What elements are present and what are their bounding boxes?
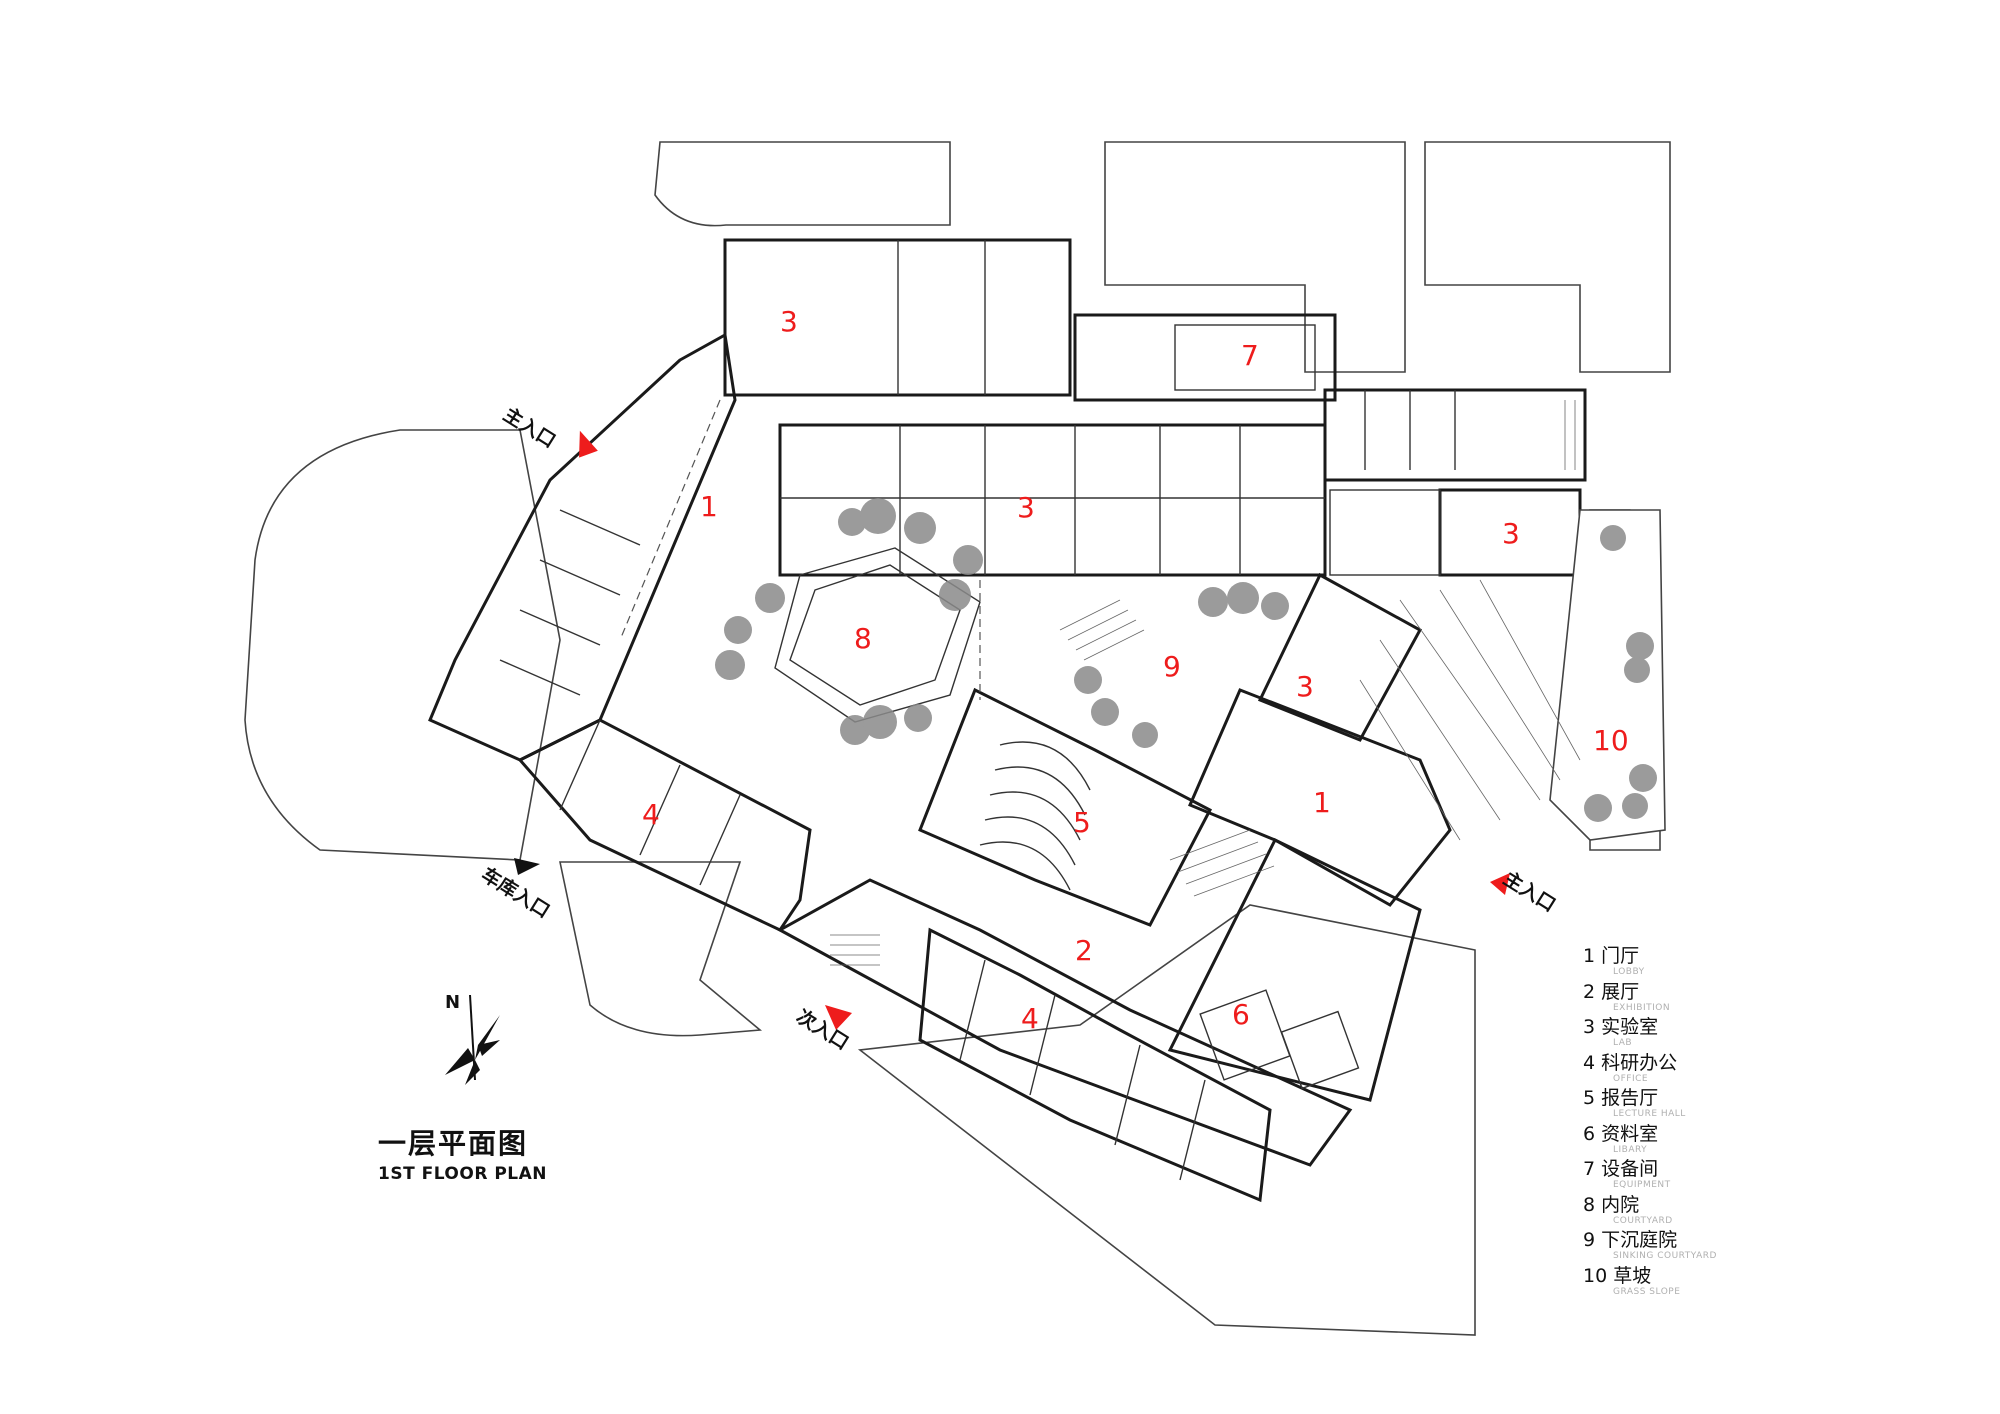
room-label: 3 <box>1017 491 1035 524</box>
main-entrance-arrow-right <box>1490 873 1510 895</box>
legend-item: 7 设备间 EQUIPMENT <box>1583 1158 1783 1194</box>
trees <box>715 498 1657 822</box>
site-context <box>244 141 1671 1336</box>
legend-sublabel: OFFICE <box>1613 1073 1649 1084</box>
legend-label: 9 下沉庭院 <box>1583 1229 1678 1251</box>
east-lobby-wall <box>1188 688 1452 907</box>
legend-sublabel: EQUIPMENT <box>1613 1180 1671 1190</box>
lecture-hall-wall <box>918 687 1213 927</box>
legend-label: 3 实验室 <box>1583 1016 1659 1038</box>
legend-label: 2 展厅 <box>1583 980 1640 1003</box>
room-label: 4 <box>1021 1002 1039 1035</box>
legend-sublabel: LIBARY <box>1613 1144 1648 1155</box>
entrance-arrows <box>514 430 1510 1030</box>
garage-entrance-label: 车库入口 <box>477 863 554 923</box>
room-label: 7 <box>1241 339 1259 372</box>
plan-title-en: 1ST FLOOR PLAN <box>378 1164 548 1184</box>
plan-title: 一层平面图 1ST FLOOR PLAN <box>378 1122 547 1184</box>
equipment-wall <box>1073 313 1337 402</box>
secondary-entrance-arrow <box>825 1005 852 1030</box>
exhibition-wall <box>776 878 1353 1167</box>
legend-label: 8 内院 <box>1583 1193 1640 1216</box>
south-office-wall <box>918 927 1272 1203</box>
legend: 1 门厅 LOBBY 2 展厅 EXHIBITION 3 实验室 LAB 4 科… <box>1583 945 1783 1300</box>
legend-label: 7 设备间 <box>1583 1158 1659 1180</box>
center-lab-wall <box>778 423 1327 577</box>
legend-item: 2 展厅 EXHIBITION <box>1583 981 1783 1017</box>
legend-item: 9 下沉庭院 SINKING COURTYARD <box>1583 1229 1783 1265</box>
room-label: 5 <box>1073 806 1091 839</box>
room-label: 3 <box>780 305 798 338</box>
site-block-n <box>1104 141 1406 373</box>
legend-item: 3 实验室 LAB <box>1583 1016 1783 1052</box>
library-wall <box>1167 838 1422 1102</box>
legend-item: 10 草坡 GRASS SLOPE <box>1583 1265 1783 1301</box>
room-label: 3 <box>1502 517 1520 550</box>
site-block-sw <box>559 861 763 1037</box>
room-label: 6 <box>1232 998 1250 1031</box>
stairs <box>830 400 1576 966</box>
room-label: 4 <box>642 798 660 831</box>
north-label: N <box>445 992 461 1013</box>
site-block-ne <box>1424 141 1671 373</box>
legend-sublabel: SINKING COURTYARD <box>1613 1251 1717 1261</box>
legend-item: 6 资料室 LIBARY <box>1583 1123 1783 1159</box>
room-label: 3 <box>1296 670 1314 703</box>
room-label: 1 <box>1313 786 1331 819</box>
legend-label: 5 报告厅 <box>1583 1087 1659 1109</box>
main-entrance-label-right: 主入口 <box>1499 868 1559 917</box>
legend-sublabel: LECTURE HALL <box>1613 1109 1686 1119</box>
courtyard-shape <box>774 547 981 723</box>
garage-entrance-arrow <box>514 858 540 875</box>
legend-label: 6 资料室 <box>1583 1122 1659 1145</box>
north-arrow-icon <box>445 994 500 1085</box>
room-labels: 3 7 1 3 3 8 9 3 10 5 4 1 2 6 4 <box>642 305 1629 1035</box>
legend-sublabel: EXHIBITION <box>1613 1002 1671 1013</box>
legend-label: 4 科研办公 <box>1583 1051 1678 1074</box>
room-label: 10 <box>1593 724 1629 757</box>
legend-item: 1 门厅 LOBBY <box>1583 945 1783 981</box>
legend-label: 10 草坡 <box>1583 1264 1652 1287</box>
legend-label: 1 门厅 <box>1583 945 1640 967</box>
main-entrance-arrow-left <box>579 430 598 458</box>
room-label: 2 <box>1075 934 1093 967</box>
legend-sublabel: GRASS SLOPE <box>1613 1286 1681 1297</box>
site-block-s <box>857 904 1476 1336</box>
legend-item: 4 科研办公 OFFICE <box>1583 1052 1783 1088</box>
legend-sublabel: LOBBY <box>1613 967 1645 977</box>
room-label: 1 <box>700 490 718 523</box>
legend-sublabel: LAB <box>1613 1038 1633 1048</box>
southeast-lab-wall <box>1257 572 1423 742</box>
legend-sublabel: COURTYARD <box>1613 1215 1673 1226</box>
site-block-nw <box>654 141 951 227</box>
legend-item: 5 报告厅 LECTURE HALL <box>1583 1087 1783 1123</box>
legend-item: 8 内院 COURTYARD <box>1583 1194 1783 1230</box>
grass-slope <box>1359 509 1666 841</box>
building-walls <box>428 238 1587 1203</box>
west-lobby-dashline <box>619 399 721 641</box>
room-label: 8 <box>854 622 872 655</box>
plan-title-cn: 一层平面图 <box>378 1127 529 1160</box>
site-block-w <box>244 429 561 861</box>
room-label: 9 <box>1163 650 1181 683</box>
